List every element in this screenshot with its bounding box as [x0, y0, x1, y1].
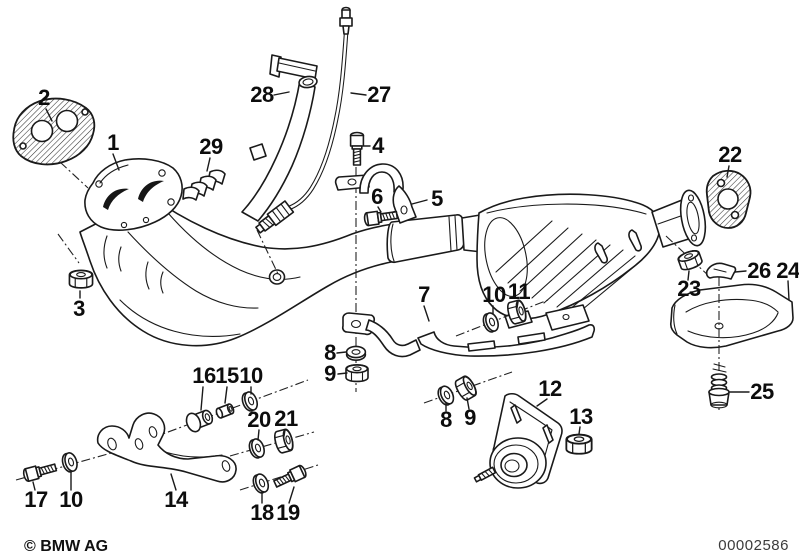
washer-18	[250, 471, 272, 496]
part-callout-8: 8	[440, 407, 452, 432]
part-callout-1: 1	[107, 130, 119, 155]
shield-bolt	[708, 363, 730, 409]
part-callout-23: 23	[677, 276, 701, 301]
part-callout-19: 19	[276, 500, 300, 525]
copyright-notice: © BMW AG	[24, 538, 109, 555]
part-callout-17: 17	[24, 487, 48, 512]
part-callout-3: 3	[73, 296, 85, 321]
outlet-gasket	[705, 169, 752, 229]
part-callout-9: 9	[464, 405, 476, 430]
part-callout-28: 28	[250, 82, 274, 107]
downpipe-flange	[84, 158, 183, 231]
clamp-bolt	[349, 131, 365, 166]
washer-8-left	[345, 345, 367, 362]
part-callout-15: 15	[215, 363, 239, 388]
nut-9-right	[452, 373, 480, 403]
spacer-15	[215, 403, 235, 419]
bracket-bolt-19	[271, 463, 309, 491]
catalytic-converter	[476, 193, 661, 331]
heat-shield	[669, 283, 794, 349]
part-callout-12: 12	[538, 376, 562, 401]
washer-10-bolt17	[59, 450, 80, 475]
nut-23	[676, 247, 705, 273]
part-callout-14: 14	[164, 487, 188, 512]
part-callout-21: 21	[274, 406, 298, 431]
hot-air-pipe	[241, 54, 318, 222]
part-callout-10: 10	[482, 282, 506, 307]
manifold-gasket	[12, 97, 96, 166]
pipe-clip	[182, 169, 226, 201]
part-callout-16: 16	[192, 363, 216, 388]
part-callout-11: 11	[507, 279, 531, 304]
converter-outlet-pipe	[651, 189, 707, 248]
part-callout-2: 2	[38, 85, 50, 110]
part-callout-5: 5	[431, 186, 443, 211]
washer-20	[246, 436, 268, 461]
nut-13	[565, 433, 593, 455]
part-callout-9: 9	[324, 361, 336, 386]
vibration-damper-mount	[473, 392, 563, 489]
nut-21	[272, 427, 296, 455]
bracket-bolt-17	[21, 460, 58, 483]
part-callout-10: 10	[239, 363, 263, 388]
part-callout-24: 24	[776, 258, 799, 283]
bushing-16	[185, 409, 214, 433]
part-callout-6: 6	[371, 184, 383, 209]
leader-lines	[32, 91, 790, 504]
part-callout-4: 4	[372, 133, 384, 158]
part-callout-25: 25	[750, 379, 774, 404]
part-callout-10: 10	[59, 487, 83, 512]
part-callout-20: 20	[247, 407, 271, 432]
support-bracket	[96, 412, 237, 483]
cable-connector	[339, 6, 353, 35]
part-callout-27: 27	[367, 82, 391, 107]
part-callout-18: 18	[250, 500, 274, 525]
hanger-bracket	[341, 312, 596, 358]
washer-10-top	[480, 310, 502, 335]
oxygen-sensor-cable	[255, 6, 353, 234]
nut-9-left	[345, 364, 369, 383]
front-exhaust-pipe	[79, 195, 397, 347]
clip-26	[705, 262, 737, 280]
document-number: 00002586	[718, 537, 789, 554]
flange-nut-3	[68, 269, 94, 289]
oxygen-sensor	[255, 200, 295, 234]
part-callout-29: 29	[199, 134, 223, 159]
part-callout-26: 26	[747, 258, 771, 283]
pipe-clamp	[334, 163, 417, 224]
part-callout-7: 7	[418, 282, 430, 307]
part-callout-22: 22	[718, 142, 742, 167]
part-callout-8: 8	[324, 340, 336, 365]
part-callout-13: 13	[569, 404, 593, 429]
